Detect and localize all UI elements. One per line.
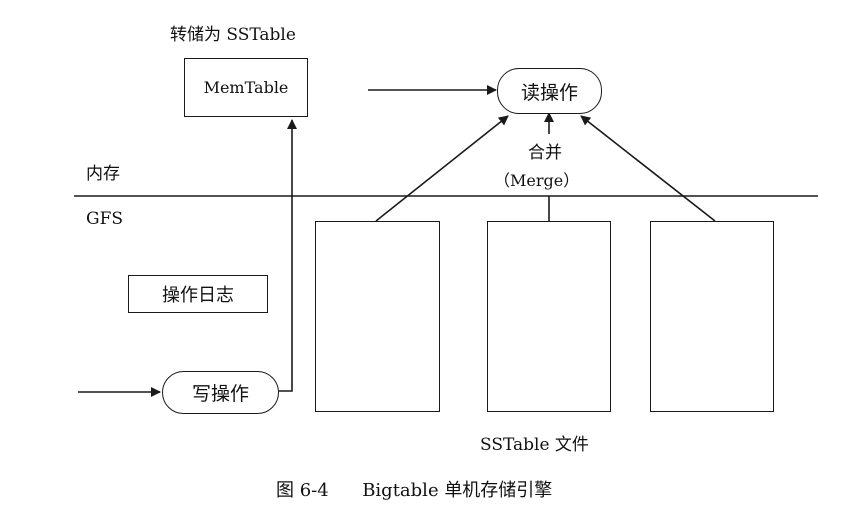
read-op-node: 读操作 xyxy=(497,68,602,114)
figure-caption: 图 6-4 Bigtable 单机存储引擎 xyxy=(276,476,552,502)
sstable-file-box xyxy=(315,221,440,412)
operation-log-label: 操作日志 xyxy=(162,285,234,306)
merge-label-cn: 合并 xyxy=(528,143,562,163)
write-op-label: 写操作 xyxy=(191,383,249,405)
merge-label-en: （Merge） xyxy=(494,171,580,190)
dump-to-sstable-label: 转储为 SSTable xyxy=(170,25,296,45)
sstable-file-box xyxy=(487,221,611,412)
figure-title: Bigtable 单机存储引擎 xyxy=(362,480,553,501)
gfs-zone-label: GFS xyxy=(86,209,124,229)
sstable-files-label: SSTable 文件 xyxy=(480,435,589,455)
memtable-label: MemTable xyxy=(203,78,289,97)
figure-number: 图 6-4 xyxy=(276,480,329,501)
write-to-memtable-arrow xyxy=(279,119,297,392)
write-op-node: 写操作 xyxy=(162,371,279,414)
sstable-left-to-read-arrow xyxy=(375,115,509,222)
sstable-file-box xyxy=(650,221,774,412)
operation-log-box: 操作日志 xyxy=(128,275,268,313)
memtable-box: MemTable xyxy=(184,58,308,117)
sstable-right-to-read-arrow xyxy=(580,115,716,222)
read-op-label: 读操作 xyxy=(520,81,578,104)
memory-zone-label: 内存 xyxy=(86,164,120,184)
